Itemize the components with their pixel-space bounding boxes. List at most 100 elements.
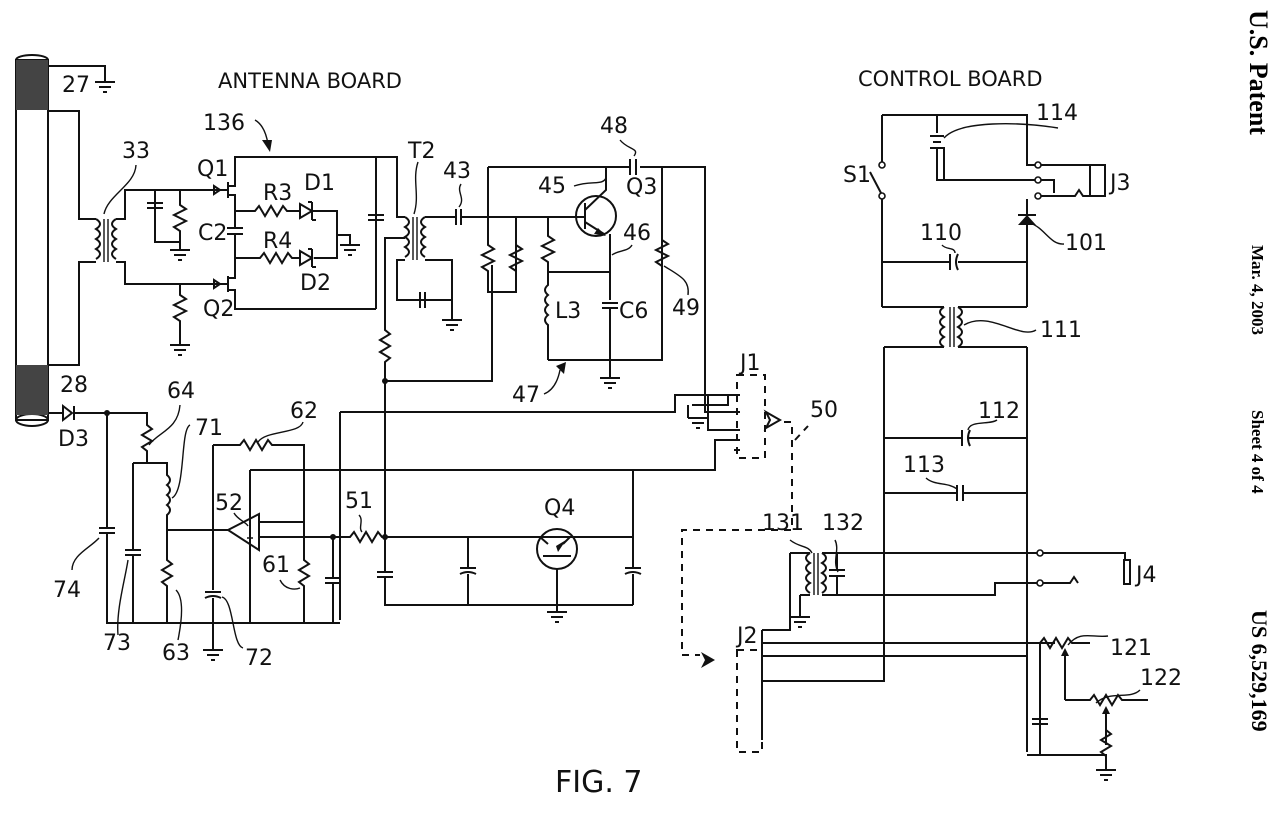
ref-j2: J2 bbox=[735, 624, 758, 649]
ref-46: 46 bbox=[623, 221, 651, 246]
ref-c2: C2 bbox=[198, 221, 227, 246]
coil-27 bbox=[16, 60, 48, 110]
ref-131: 131 bbox=[762, 511, 804, 536]
diode-101 bbox=[1018, 214, 1036, 225]
ref-121: 121 bbox=[1110, 636, 1152, 661]
potentiometer-121 bbox=[1039, 636, 1090, 700]
diode-d3 bbox=[48, 403, 75, 423]
connector-j2 bbox=[736, 630, 763, 753]
figure-caption: FIG. 7 bbox=[555, 765, 643, 800]
transformer-111 bbox=[939, 306, 963, 348]
patent-number: US 6,529,169 bbox=[1247, 610, 1272, 732]
ref-73: 73 bbox=[103, 631, 131, 656]
capacitor-icon bbox=[147, 202, 163, 209]
transistor-q2 bbox=[213, 262, 376, 310]
ref-d3: D3 bbox=[58, 427, 89, 452]
publication-title: U.S. Patent bbox=[1244, 10, 1273, 135]
ferrite-rod-antenna bbox=[15, 54, 49, 427]
ref-122: 122 bbox=[1140, 666, 1182, 691]
ref-q1: Q1 bbox=[197, 157, 228, 182]
capacitor-72 bbox=[204, 591, 222, 599]
publication-date: Mar. 4, 2003 bbox=[1248, 245, 1267, 335]
ground-icon bbox=[170, 249, 190, 261]
battery-114 bbox=[930, 115, 1038, 181]
capacitor-132 bbox=[829, 569, 845, 577]
ref-114: 114 bbox=[1036, 101, 1078, 126]
capacitor-c2 bbox=[227, 227, 243, 235]
capacitor-48 bbox=[629, 159, 637, 175]
ref-50: 50 bbox=[810, 398, 838, 423]
ground-icon bbox=[547, 611, 567, 623]
ref-28: 28 bbox=[60, 373, 88, 398]
jack-j4 bbox=[1036, 549, 1131, 587]
ground-icon bbox=[1096, 769, 1116, 781]
transformer-33 bbox=[94, 218, 118, 262]
capacitor-icon bbox=[1032, 718, 1048, 725]
ground-icon bbox=[600, 377, 620, 389]
ref-27: 27 bbox=[62, 73, 90, 98]
opamp-52 bbox=[226, 512, 260, 552]
capacitor-icon bbox=[325, 577, 341, 584]
ref-j1: J1 bbox=[738, 351, 761, 376]
zener-diode-d2 bbox=[299, 248, 316, 268]
sheet-number: Sheet 4 of 4 bbox=[1248, 410, 1267, 494]
ref-72: 72 bbox=[245, 646, 273, 671]
ground-icon bbox=[442, 319, 462, 331]
ref-111: 111 bbox=[1040, 318, 1082, 343]
ref-71: 71 bbox=[195, 416, 223, 441]
ref-q3: Q3 bbox=[626, 175, 657, 200]
jack-j3 bbox=[1034, 161, 1106, 200]
capacitor-112 bbox=[961, 429, 971, 447]
transistor-q1 bbox=[213, 156, 376, 210]
capacitor-icon bbox=[368, 214, 384, 221]
ground-icon bbox=[170, 344, 190, 356]
ref-52: 52 bbox=[215, 491, 243, 516]
control-board-title: CONTROL BOARD bbox=[858, 67, 1043, 91]
ref-64: 64 bbox=[167, 379, 195, 404]
transistor-q4 bbox=[536, 528, 578, 605]
ref-110: 110 bbox=[920, 221, 962, 246]
ref-132: 132 bbox=[822, 511, 864, 536]
inductor-l3 bbox=[544, 272, 550, 360]
ground-icon bbox=[340, 244, 360, 256]
ref-l3: L3 bbox=[555, 299, 581, 324]
ref-d1: D1 bbox=[304, 171, 335, 196]
ref-33: 33 bbox=[122, 139, 150, 164]
connector-j1 bbox=[707, 374, 766, 459]
ref-q2: Q2 bbox=[203, 297, 234, 322]
capacitor-110 bbox=[949, 253, 959, 271]
capacitor-icon bbox=[624, 567, 642, 575]
potentiometer-122 bbox=[1065, 693, 1148, 759]
capacitor-113 bbox=[956, 485, 964, 501]
patent-header: U.S. Patent Mar. 4, 2003 Sheet 4 of 4 US… bbox=[1244, 10, 1273, 732]
ground-icon bbox=[203, 649, 223, 661]
transformer-131 bbox=[805, 552, 827, 595]
antenna-board-title: ANTENNA BOARD bbox=[218, 69, 402, 93]
capacitor-43 bbox=[455, 209, 462, 225]
ref-62: 62 bbox=[290, 399, 318, 424]
ref-r4: R4 bbox=[263, 229, 292, 254]
ref-43: 43 bbox=[443, 159, 471, 184]
ground-icon bbox=[688, 417, 708, 429]
ref-61: 61 bbox=[262, 553, 290, 578]
ref-r3: R3 bbox=[263, 181, 292, 206]
capacitor-icon bbox=[459, 567, 477, 575]
ground-icon bbox=[790, 616, 810, 628]
ref-q4: Q4 bbox=[544, 496, 575, 521]
transistor-q3 bbox=[575, 167, 617, 237]
capacitor-c6 bbox=[602, 302, 618, 309]
transformer-t2 bbox=[403, 216, 427, 260]
ref-t2: T2 bbox=[407, 139, 435, 164]
ref-112: 112 bbox=[978, 399, 1020, 424]
ref-45: 45 bbox=[538, 174, 566, 199]
ref-d2: D2 bbox=[300, 271, 331, 296]
ref-101: 101 bbox=[1065, 231, 1107, 256]
capacitor-74 bbox=[99, 527, 115, 534]
capacitor-73 bbox=[125, 549, 141, 556]
ref-j4: J4 bbox=[1134, 563, 1157, 588]
ref-47: 47 bbox=[512, 383, 540, 408]
ref-136: 136 bbox=[203, 111, 245, 136]
ref-48: 48 bbox=[600, 114, 628, 139]
ref-63: 63 bbox=[162, 641, 190, 666]
